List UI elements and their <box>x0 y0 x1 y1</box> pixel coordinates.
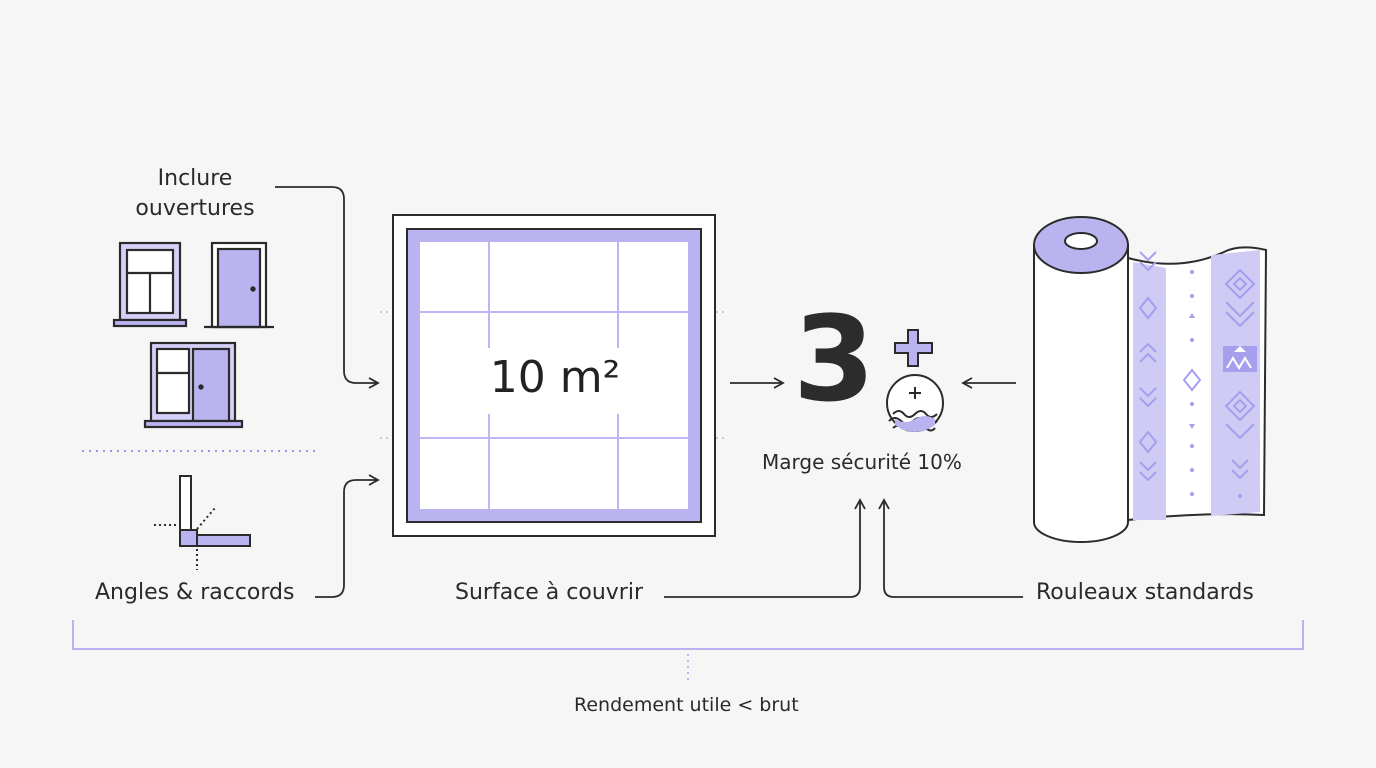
bottom-bracket <box>72 620 1304 680</box>
label-area: 10 m² <box>489 352 621 403</box>
window-icon <box>112 241 188 328</box>
label-rendement: Rendement utile < brut <box>574 694 799 716</box>
door-icon <box>204 241 274 329</box>
label-rouleaux: Rouleaux standards <box>1036 580 1254 605</box>
wallpaper-roll-icon <box>1033 216 1268 543</box>
wave-circle-icon <box>886 374 944 432</box>
plus-icon <box>894 329 933 367</box>
window-door-icon <box>143 341 244 429</box>
label-angles: Angles & raccords <box>95 580 295 605</box>
label-result-three: 3 <box>793 290 876 428</box>
arrow-rouleaux-up <box>878 498 1023 598</box>
arrow-openings <box>275 186 380 389</box>
arrow-surface-up <box>664 498 866 598</box>
label-marge: Marge sécurité 10% <box>762 450 962 474</box>
label-include-line1: Inclure <box>157 166 233 191</box>
label-surface: Surface à couvrir <box>455 580 643 605</box>
label-include-line2: ouvertures <box>135 196 255 221</box>
arrow-angles <box>315 474 380 598</box>
label-include-openings: Inclure ouvertures <box>100 164 290 224</box>
surface-square <box>380 214 728 537</box>
corner-joint-icon <box>154 475 251 570</box>
